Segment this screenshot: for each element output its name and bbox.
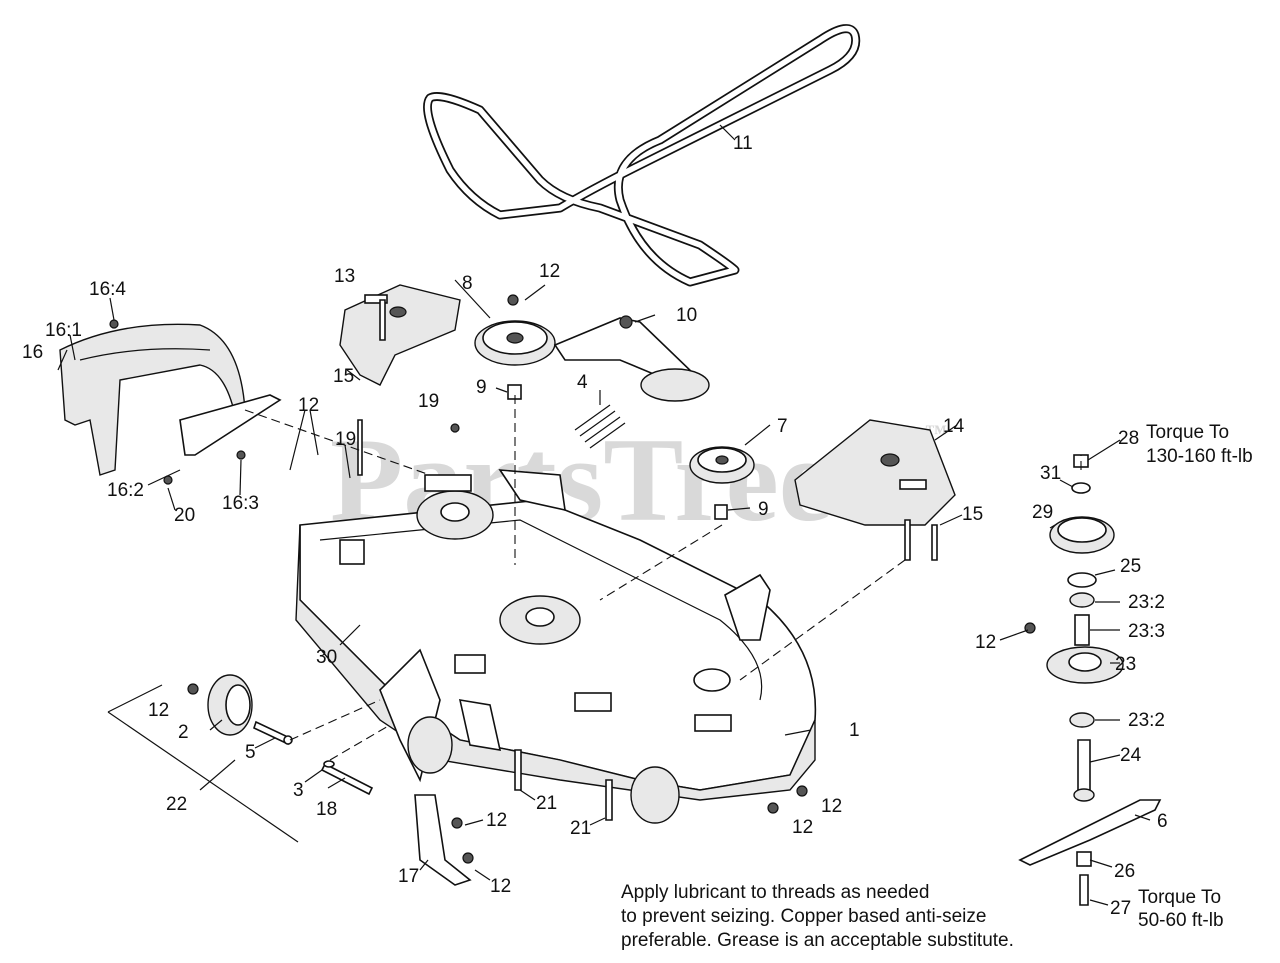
label-25: 25 xyxy=(1120,556,1141,577)
note-line-1: Apply lubricant to threads as needed xyxy=(621,882,929,903)
label-22: 22 xyxy=(166,794,187,815)
label-16-4: 16:4 xyxy=(89,279,126,300)
spacer-23-3 xyxy=(1074,614,1090,646)
label-15b: 15 xyxy=(962,504,983,525)
label-28: 28 xyxy=(1118,428,1139,449)
label-23-2b: 23:2 xyxy=(1128,710,1165,731)
label-16-2: 16:2 xyxy=(107,480,144,501)
label-10: 10 xyxy=(676,305,697,326)
label-12f: 12 xyxy=(490,876,511,897)
bearing-23-2b xyxy=(1069,712,1095,728)
label-2: 2 xyxy=(178,722,189,743)
label-19b: 19 xyxy=(335,429,356,450)
spindle-shaft-24 xyxy=(1077,739,1091,791)
bolt-27 xyxy=(1079,874,1089,906)
label-14: 14 xyxy=(943,416,965,437)
drive-belt xyxy=(423,24,861,287)
label-21a: 21 xyxy=(536,793,557,814)
label-19a: 19 xyxy=(418,391,439,412)
label-15a: 15 xyxy=(333,366,354,387)
idler-pulley-8 xyxy=(474,294,556,366)
label-23-2a: 23:2 xyxy=(1128,592,1165,613)
label-31: 31 xyxy=(1040,463,1061,484)
label-12a: 12 xyxy=(539,261,560,282)
washer-3 xyxy=(323,760,335,768)
label-4: 4 xyxy=(577,372,588,393)
label-23-3: 23:3 xyxy=(1128,621,1165,642)
label-20: 20 xyxy=(174,505,195,526)
bolt-21a xyxy=(514,749,522,791)
label-12d: 12 xyxy=(975,632,996,653)
callout-labels: 11 1 2 3 4 5 6 7 8 9 9 10 12 12 12 12 12… xyxy=(22,133,1168,919)
leader-lines xyxy=(57,124,1151,906)
spacer-25 xyxy=(1067,572,1097,588)
label-9b: 9 xyxy=(758,499,769,520)
washer-31 xyxy=(1071,482,1091,494)
blade-6 xyxy=(1018,799,1162,866)
label-30: 30 xyxy=(316,647,337,668)
idler-arm-10 xyxy=(553,315,710,402)
label-17: 17 xyxy=(398,866,419,887)
label-7: 7 xyxy=(777,416,788,437)
label-6: 6 xyxy=(1157,811,1168,832)
bolt-21b xyxy=(605,779,613,821)
label-21b: 21 xyxy=(570,818,591,839)
label-27: 27 xyxy=(1110,898,1131,919)
label-1: 1 xyxy=(849,720,860,741)
lubrication-note: Apply lubricant to threads as needed to … xyxy=(621,882,1014,951)
belt-cover-13 xyxy=(339,284,461,386)
torque-27-line2: 50-60 ft-lb xyxy=(1138,910,1224,931)
label-18: 18 xyxy=(316,799,337,820)
label-26: 26 xyxy=(1114,861,1135,882)
label-13: 13 xyxy=(334,266,355,287)
note-line-2: to prevent seizing. Copper based anti-se… xyxy=(621,906,986,927)
label-8: 8 xyxy=(462,273,473,294)
washer-26 xyxy=(1076,851,1092,867)
label-12g: 12 xyxy=(792,817,813,838)
torque-28-line1: Torque To xyxy=(1146,422,1229,443)
label-3: 3 xyxy=(293,780,304,801)
bolt-19 xyxy=(450,423,460,433)
torque-note-27: Torque To 50-60 ft-lb xyxy=(1138,887,1224,931)
label-9a: 9 xyxy=(476,377,487,398)
tension-spring xyxy=(574,404,626,449)
stud-15a xyxy=(357,299,386,476)
torque-28-line2: 130-160 ft-lb xyxy=(1146,446,1253,467)
label-23: 23 xyxy=(1115,654,1136,675)
label-12h: 12 xyxy=(821,796,842,817)
torque-note-28: Torque To 130-160 ft-lb xyxy=(1146,422,1253,467)
rear-wheel xyxy=(630,766,680,824)
note-line-3: preferable. Grease is an acceptable subs… xyxy=(621,930,1014,951)
spindle-assembly xyxy=(1018,454,1162,906)
label-12e: 12 xyxy=(486,810,507,831)
stud-15b xyxy=(904,519,938,561)
torque-27-line1: Torque To xyxy=(1138,887,1221,908)
belt-cover-14 xyxy=(794,419,956,526)
label-11: 11 xyxy=(733,133,753,154)
label-12c: 12 xyxy=(148,700,169,721)
belt-cover-16 xyxy=(59,319,282,485)
label-16-3: 16:3 xyxy=(222,493,259,514)
label-16: 16 xyxy=(22,342,43,363)
label-24: 24 xyxy=(1120,745,1142,766)
label-29: 29 xyxy=(1032,502,1053,523)
label-16-1: 16:1 xyxy=(45,320,82,341)
bolt-18 xyxy=(320,762,374,796)
spacer-9b xyxy=(714,504,728,520)
discharge-deflector xyxy=(414,794,472,886)
label-12b: 12 xyxy=(298,395,319,416)
label-5: 5 xyxy=(245,742,256,763)
front-wheel xyxy=(407,716,453,774)
bearing-23-2a xyxy=(1069,592,1095,608)
idler-pulley-7 xyxy=(689,446,755,484)
anti-scalp-wheel xyxy=(187,674,293,746)
